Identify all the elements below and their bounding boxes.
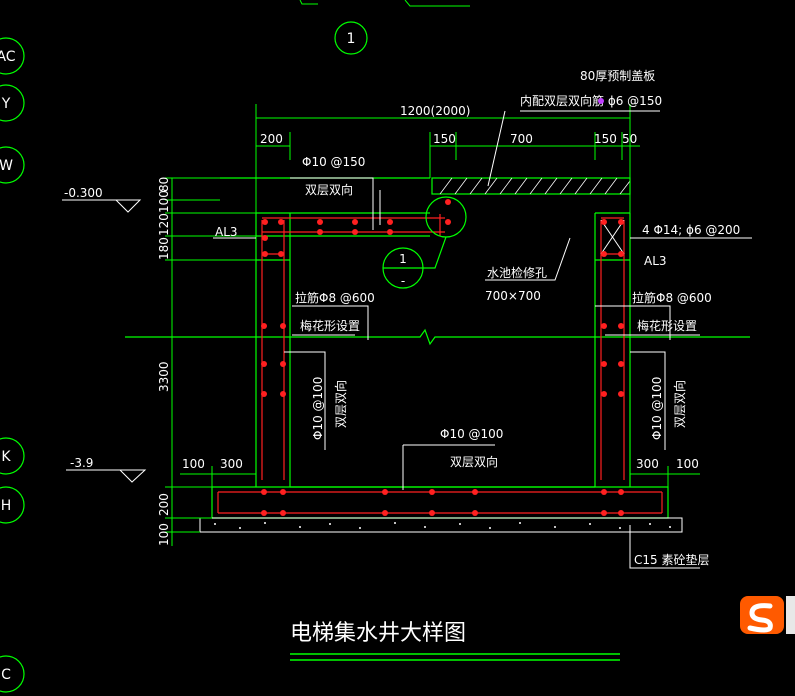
axis-label-w: W: [0, 158, 13, 174]
purple-marker-icon: [598, 98, 604, 104]
detail-number: 1: [399, 252, 407, 266]
dim-left-bottom2: 100: [157, 523, 171, 546]
cover-plate-line2: 内配双层双向筋 ɸ6 @150: [520, 93, 662, 108]
note-wall-left-sub: 双层双向: [333, 380, 348, 428]
note-cushion: C15 素砼垫层: [634, 552, 709, 567]
axis-bubbles: [0, 21, 368, 693]
note-bottom-bar-sub: 双层双向: [450, 454, 498, 469]
axis-bubble-k: [0, 437, 25, 475]
top-fragments: [299, 0, 470, 7]
dim-left-v1: 180: [157, 237, 171, 260]
dim-bottom-right-a: 300: [636, 457, 659, 471]
rebar-lines: [217, 214, 663, 514]
elevation-top: -0.300: [64, 186, 103, 200]
note-wall-left-bar: Φ10 @100: [311, 377, 325, 440]
title-underline: [290, 653, 620, 661]
dim-left-main: 3300: [157, 361, 171, 392]
structure-outline: [125, 177, 750, 519]
note-hole-size: 700×700: [485, 289, 541, 303]
note-tie-left: 拉筋Φ8 @600: [295, 290, 375, 305]
note-wall-right-sub: 双层双向: [672, 380, 687, 428]
dim-top-right-b: 50: [622, 132, 637, 146]
cushion-layer: [199, 517, 683, 533]
note-slab-bar: Φ10 @150: [302, 155, 365, 169]
dim-overall: 1200(2000): [400, 104, 470, 118]
note-slab-bar-sub: 双层双向: [305, 182, 353, 197]
drawing-title: 电梯集水井大样图: [290, 621, 466, 646]
dim-left-v3: 100: [157, 190, 171, 213]
axis-bubble-top: [334, 21, 368, 55]
note-tie-right: 拉筋Φ8 @600: [632, 290, 712, 305]
axis-bubble-h: [0, 486, 25, 524]
dim-bottom-left-b: 300: [220, 457, 243, 471]
elevation-markers: [62, 199, 147, 483]
dim-top-mid-a: 150: [433, 132, 456, 146]
dim-top-right-a: 150: [594, 132, 617, 146]
detail-callout: [382, 196, 467, 289]
dim-top-mid-b: 700: [510, 132, 533, 146]
dim-left-v4: 80: [157, 177, 171, 192]
axis-bubble-w: [0, 146, 25, 184]
elevation-bottom: -3.9: [70, 456, 93, 470]
dim-bottom-left-a: 100: [182, 457, 205, 471]
detail-subtext: -: [401, 274, 405, 288]
axis-label-k: K: [1, 449, 11, 465]
axis-bubble-ac: [0, 37, 25, 75]
dim-left-bottom1: 200: [157, 493, 171, 516]
beam-section-right: [600, 219, 625, 255]
cover-plate-line1: 80厚预制盖板: [580, 69, 655, 83]
axis-label-ac: AC: [0, 49, 16, 65]
note-hole: 水池检修孔: [487, 265, 547, 280]
left-vertical-dims: 80 100 120 180 3300 200 100: [157, 177, 171, 546]
dimension-lines: [165, 104, 700, 546]
axis-label-top: 1: [347, 31, 356, 47]
note-tie-left-sub: 梅花形设置: [300, 318, 360, 333]
rebar-dots: [261, 199, 624, 516]
note-beam-right: AL3: [644, 254, 667, 268]
note-tie-right-sub: 梅花形设置: [637, 318, 697, 333]
axis-label-y: Y: [1, 96, 11, 112]
note-wall-right-bar: Φ10 @100: [650, 377, 664, 440]
dim-bottom-right-b: 100: [676, 457, 699, 471]
leader-lines: [213, 110, 752, 569]
logo-icon: [740, 596, 795, 634]
axis-label-h: H: [1, 498, 12, 514]
axis-label-c: C: [1, 667, 11, 683]
note-beam-right-rebar: 4 Φ14; ɸ6 @200: [642, 223, 740, 237]
dim-top-left: 200: [260, 132, 283, 146]
note-bottom-bar: Φ10 @100: [440, 427, 503, 441]
note-beam-left: AL3: [215, 225, 238, 239]
axis-bubble-y: [0, 84, 25, 122]
dim-left-v2: 120: [157, 213, 171, 236]
axis-bubble-c: [0, 655, 25, 693]
cover-plate-hatch: [439, 177, 631, 195]
